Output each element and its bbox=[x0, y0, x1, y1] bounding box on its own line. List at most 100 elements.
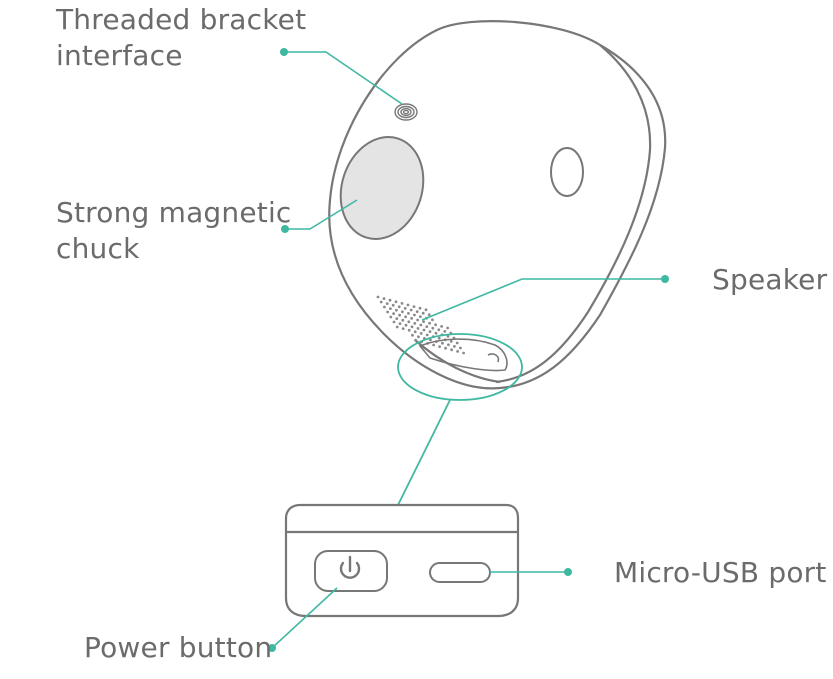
label-magnetic-chuck-line2: chuck bbox=[56, 232, 140, 265]
magnetic-chuck bbox=[339, 136, 425, 240]
callout-speaker-line bbox=[421, 278, 665, 321]
speaker-hole bbox=[413, 322, 417, 325]
camera-outer-shell bbox=[328, 20, 667, 390]
speaker-hole bbox=[401, 310, 404, 314]
speaker-hole bbox=[429, 338, 432, 342]
speaker-hole bbox=[424, 308, 428, 312]
callout-dot-threaded bbox=[280, 48, 288, 56]
power-button[interactable] bbox=[314, 550, 388, 592]
speaker-hole bbox=[440, 325, 443, 328]
speaker-hole bbox=[462, 351, 465, 355]
speaker-hole bbox=[392, 312, 395, 315]
label-threaded-bracket-line2: interface bbox=[56, 39, 183, 72]
speaker-hole bbox=[376, 295, 380, 299]
callout-power-line bbox=[271, 587, 338, 649]
callout-dots bbox=[268, 48, 669, 652]
speaker-hole bbox=[398, 322, 402, 325]
speaker-hole bbox=[379, 300, 383, 304]
speaker-hole bbox=[446, 335, 450, 338]
zoom-callout-line bbox=[397, 399, 451, 506]
speaker-hole bbox=[413, 313, 416, 317]
speaker-hole bbox=[385, 302, 389, 305]
speaker-hole bbox=[418, 306, 422, 310]
speaker-hole bbox=[395, 308, 398, 312]
camera-inner-rim bbox=[495, 44, 652, 384]
speaker-hole bbox=[407, 328, 411, 332]
power-icon bbox=[339, 555, 361, 579]
speaker-hole bbox=[383, 305, 386, 309]
speaker-hole bbox=[444, 346, 447, 350]
speaker-hole bbox=[416, 327, 420, 330]
speaker-hole bbox=[455, 341, 459, 345]
speaker-hole bbox=[419, 315, 422, 318]
camera-port-latch bbox=[487, 353, 500, 363]
label-threaded-bracket: Threaded bracket interface bbox=[56, 2, 306, 74]
speaker-hole bbox=[394, 300, 398, 304]
speaker-hole bbox=[417, 335, 420, 339]
label-power-button: Power button bbox=[84, 631, 273, 664]
speaker-hole bbox=[437, 328, 441, 332]
label-micro-usb-port: Micro-USB port bbox=[614, 556, 827, 589]
speaker-hole bbox=[403, 307, 407, 310]
speaker-hole bbox=[388, 298, 392, 302]
speaker-hole bbox=[389, 307, 392, 310]
speaker-hole bbox=[443, 330, 447, 333]
speaker-hole bbox=[407, 320, 411, 324]
label-speaker: Speaker bbox=[712, 263, 828, 296]
camera-port-detail bbox=[418, 338, 508, 372]
bottom-panel-outline bbox=[284, 503, 520, 618]
speaker-hole bbox=[428, 330, 432, 333]
speaker-hole bbox=[413, 330, 417, 334]
speaker-hole bbox=[425, 333, 429, 337]
speaker-hole bbox=[427, 313, 431, 317]
speaker-hole bbox=[406, 303, 410, 307]
label-threaded-bracket-line1: Threaded bracket bbox=[56, 3, 307, 36]
speaker-hole bbox=[382, 297, 386, 300]
speaker-hole bbox=[395, 325, 399, 329]
micro-usb-port[interactable] bbox=[429, 562, 491, 583]
speaker-hole bbox=[409, 308, 413, 312]
speaker-hole bbox=[449, 340, 453, 343]
speaker-hole bbox=[434, 323, 437, 327]
speaker-hole bbox=[416, 318, 419, 322]
callout-dot-magnetic bbox=[281, 225, 289, 233]
callout-threaded-line bbox=[284, 51, 403, 105]
speaker-hole bbox=[459, 346, 462, 350]
speaker-hole bbox=[415, 310, 419, 313]
speaker-hole bbox=[419, 323, 423, 327]
speaker-hole bbox=[453, 345, 456, 348]
speaker-hole bbox=[397, 305, 401, 309]
speaker-hole bbox=[391, 303, 395, 307]
speaker-hole bbox=[410, 325, 414, 329]
speaker-hole bbox=[411, 333, 414, 337]
speaker-hole bbox=[400, 302, 404, 305]
speaker-hole bbox=[441, 341, 444, 345]
threaded-bracket-interface bbox=[394, 103, 418, 121]
speaker-hole bbox=[431, 318, 434, 322]
speaker-hole bbox=[414, 338, 417, 342]
speaker-hole bbox=[410, 317, 413, 320]
speaker-hole bbox=[428, 321, 431, 325]
speaker-hole bbox=[432, 343, 435, 347]
bottom-panel bbox=[284, 503, 520, 618]
sensor-circle bbox=[550, 147, 584, 197]
callout-dot-usb bbox=[564, 568, 572, 576]
callout-dot-speaker bbox=[661, 275, 669, 283]
speaker-hole bbox=[404, 315, 407, 319]
speaker-hole bbox=[404, 323, 408, 327]
label-magnetic-chuck: Strong magnetic chuck bbox=[56, 195, 292, 267]
speaker-hole bbox=[422, 328, 426, 332]
speaker-hole bbox=[437, 336, 441, 340]
speaker-hole bbox=[431, 326, 435, 330]
callout-lines bbox=[271, 51, 665, 649]
camera-body bbox=[328, 20, 667, 390]
speaker-hole bbox=[456, 350, 459, 353]
speaker-hole bbox=[421, 311, 425, 315]
speaker-hole bbox=[425, 325, 429, 328]
zoom-callout-ellipse bbox=[397, 333, 523, 401]
speaker-hole bbox=[412, 305, 416, 308]
speaker-hole bbox=[407, 312, 410, 315]
speaker-hole bbox=[438, 345, 441, 348]
speaker-hole bbox=[389, 315, 393, 319]
